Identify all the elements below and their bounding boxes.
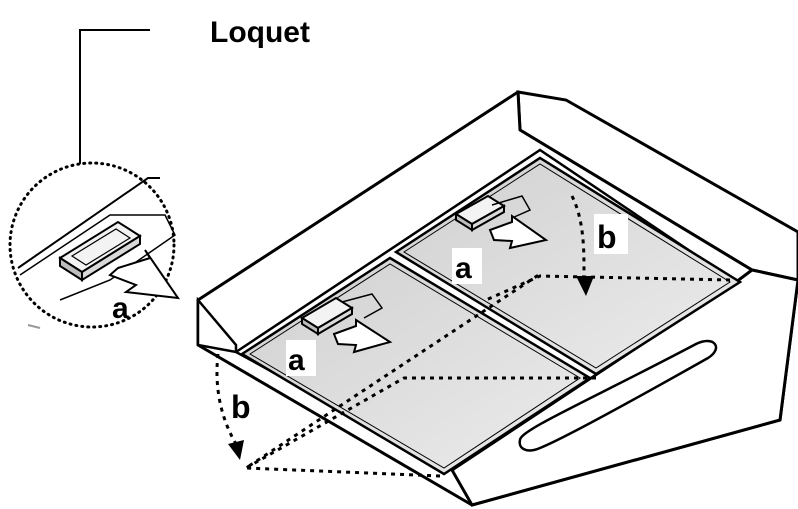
- label-b-right: b: [597, 219, 617, 255]
- callout-leader: [79, 29, 150, 185]
- label-bg-a-left: [286, 340, 316, 376]
- slide-arrow-left: [332, 318, 393, 354]
- title-loquet: Loquet: [210, 16, 310, 49]
- latch-icon-right: [454, 194, 532, 232]
- label-a-left: a: [288, 344, 305, 377]
- swing-arrow-right: [576, 276, 594, 296]
- label-bg-a-right: [452, 248, 482, 284]
- latch-icon: [58, 220, 142, 282]
- label-bg-b-left: [228, 384, 262, 424]
- label-a-right: a: [455, 252, 472, 285]
- latch-icon-left: [300, 293, 384, 336]
- swing-path-right: [485, 195, 731, 302]
- label-a-inset: a: [112, 292, 129, 325]
- slide-arrow-right: [488, 214, 549, 250]
- label-bg-b-right: [594, 214, 628, 254]
- label-b-left: b: [231, 389, 251, 425]
- latch-inset: a: [8, 161, 181, 329]
- swing-path-left: [215, 272, 596, 478]
- swing-arrow-left: [228, 440, 244, 460]
- slide-arrow-inset: [108, 249, 181, 300]
